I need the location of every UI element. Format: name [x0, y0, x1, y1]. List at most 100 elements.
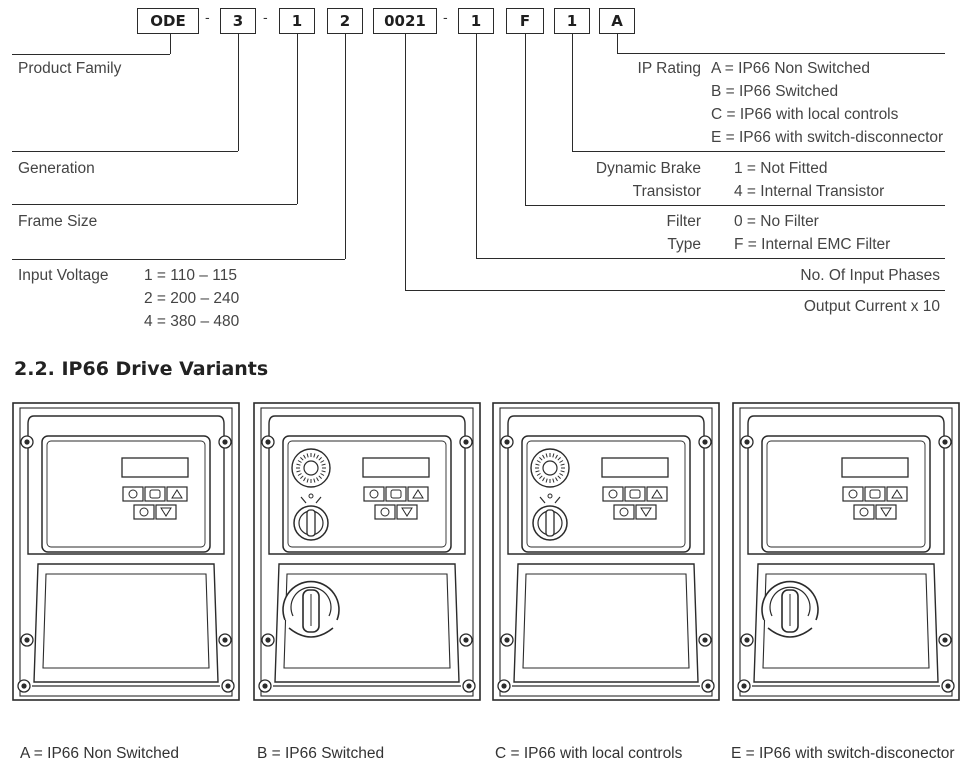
screw-icon — [698, 633, 712, 647]
leader-phases-v — [476, 34, 477, 258]
drive-variant-c — [492, 402, 720, 701]
label-transistor: Transistor — [632, 183, 701, 200]
label-filter-type: Type — [667, 236, 701, 253]
stop-button — [864, 486, 886, 502]
voltage-option: 2 = 200 – 240 — [144, 290, 240, 307]
isolator-switch — [282, 580, 340, 638]
code-segment-voltage: 2 — [327, 8, 363, 34]
up-arrow-icon — [891, 489, 903, 499]
lower-housing — [513, 563, 699, 683]
label-output-current: Output Current x 10 — [803, 298, 940, 315]
leader-brake-v — [572, 34, 573, 151]
down-arrow-icon — [880, 507, 892, 517]
label-dynamic-brake: Dynamic Brake — [595, 160, 701, 177]
stop-icon — [390, 489, 402, 499]
label-input-voltage: Input Voltage — [18, 267, 109, 284]
screw-icon — [20, 435, 34, 449]
navigate-button — [613, 504, 635, 520]
stop-button — [385, 486, 407, 502]
stop-button — [624, 486, 646, 502]
screw-icon — [221, 679, 235, 693]
section-heading: 2.2. IP66 Drive Variants — [14, 358, 269, 380]
voltage-option: 4 = 380 – 480 — [144, 313, 240, 330]
caption-variant-b: B = IP66 Switched — [257, 745, 385, 762]
stop-icon — [869, 489, 881, 499]
leader-brake — [572, 151, 945, 152]
display-window — [841, 457, 909, 478]
speed-potentiometer — [530, 448, 570, 488]
code-separator: - — [263, 11, 268, 26]
brake-option: 4 = Internal Transistor — [734, 183, 885, 200]
leader-generation — [12, 151, 238, 152]
drive-variant-a — [12, 402, 240, 701]
leader-frame-v — [297, 34, 298, 204]
stop-icon — [149, 489, 161, 499]
speed-potentiometer — [291, 448, 331, 488]
code-segment-filter: F — [506, 8, 544, 34]
code-segment-frame: 1 — [279, 8, 315, 34]
isolator-switch — [761, 580, 819, 638]
screw-icon — [500, 435, 514, 449]
screw-icon — [20, 633, 34, 647]
screw-icon — [459, 435, 473, 449]
run-icon — [128, 489, 138, 499]
label-filter: Filter — [666, 213, 701, 230]
code-separator: - — [443, 11, 448, 26]
label-product-family: Product Family — [18, 60, 122, 77]
run-icon — [608, 489, 618, 499]
code-segment-family: ODE — [137, 8, 199, 34]
code-segment-ip: A — [599, 8, 635, 34]
run-button — [122, 486, 144, 502]
caption-variant-a: A = IP66 Non Switched — [20, 745, 179, 762]
label-frame-size: Frame Size — [18, 213, 98, 230]
label-generation: Generation — [18, 160, 95, 177]
ip-option: C = IP66 with local controls — [711, 106, 899, 123]
run-button — [363, 486, 385, 502]
code-segment-brake: 1 — [554, 8, 590, 34]
down-arrow-icon — [401, 507, 413, 517]
leader-ip — [617, 53, 945, 54]
filter-option: F = Internal EMC Filter — [734, 236, 891, 253]
enclosure-inner — [260, 407, 474, 697]
navigate-icon — [619, 507, 629, 517]
caption-variant-e: E = IP66 with switch-disconector — [731, 745, 955, 762]
display-window — [601, 457, 669, 478]
screw-icon — [740, 633, 754, 647]
drive-variant-b — [253, 402, 481, 701]
screw-icon — [941, 679, 955, 693]
enclosure-inner — [19, 407, 233, 697]
down-arrow-icon — [640, 507, 652, 517]
stop-button — [144, 486, 166, 502]
leader-product-family-v — [170, 34, 171, 54]
control-panel-inner — [526, 440, 686, 548]
keypad — [841, 457, 909, 520]
navigate-icon — [380, 507, 390, 517]
code-segment-current: 0021 — [373, 8, 437, 34]
lower-housing-inner — [762, 573, 930, 669]
code-separator: - — [205, 11, 210, 26]
screw-icon — [218, 633, 232, 647]
control-panel-inner — [287, 440, 447, 548]
screw-icon — [740, 435, 754, 449]
screw-icon — [462, 679, 476, 693]
screw-icon — [698, 435, 712, 449]
code-segment-generation: 3 — [220, 8, 256, 34]
control-panel-inner — [46, 440, 206, 548]
up-arrow-icon — [171, 489, 183, 499]
leader-frame — [12, 204, 297, 205]
label-ip-rating: IP Rating — [637, 60, 701, 77]
control-panel-inner — [766, 440, 926, 548]
screw-icon — [737, 679, 751, 693]
leader-current — [405, 290, 945, 291]
screw-icon — [701, 679, 715, 693]
voltage-option: 1 = 110 – 115 — [144, 267, 237, 284]
screw-icon — [938, 435, 952, 449]
label-input-phases: No. Of Input Phases — [800, 267, 940, 284]
lower-housing-inner — [522, 573, 690, 669]
run-button — [602, 486, 624, 502]
drive-variant-e — [732, 402, 960, 701]
keypad — [601, 457, 669, 520]
leader-voltage-v — [345, 34, 346, 259]
screw-icon — [938, 633, 952, 647]
filter-option: 0 = No Filter — [734, 213, 819, 230]
